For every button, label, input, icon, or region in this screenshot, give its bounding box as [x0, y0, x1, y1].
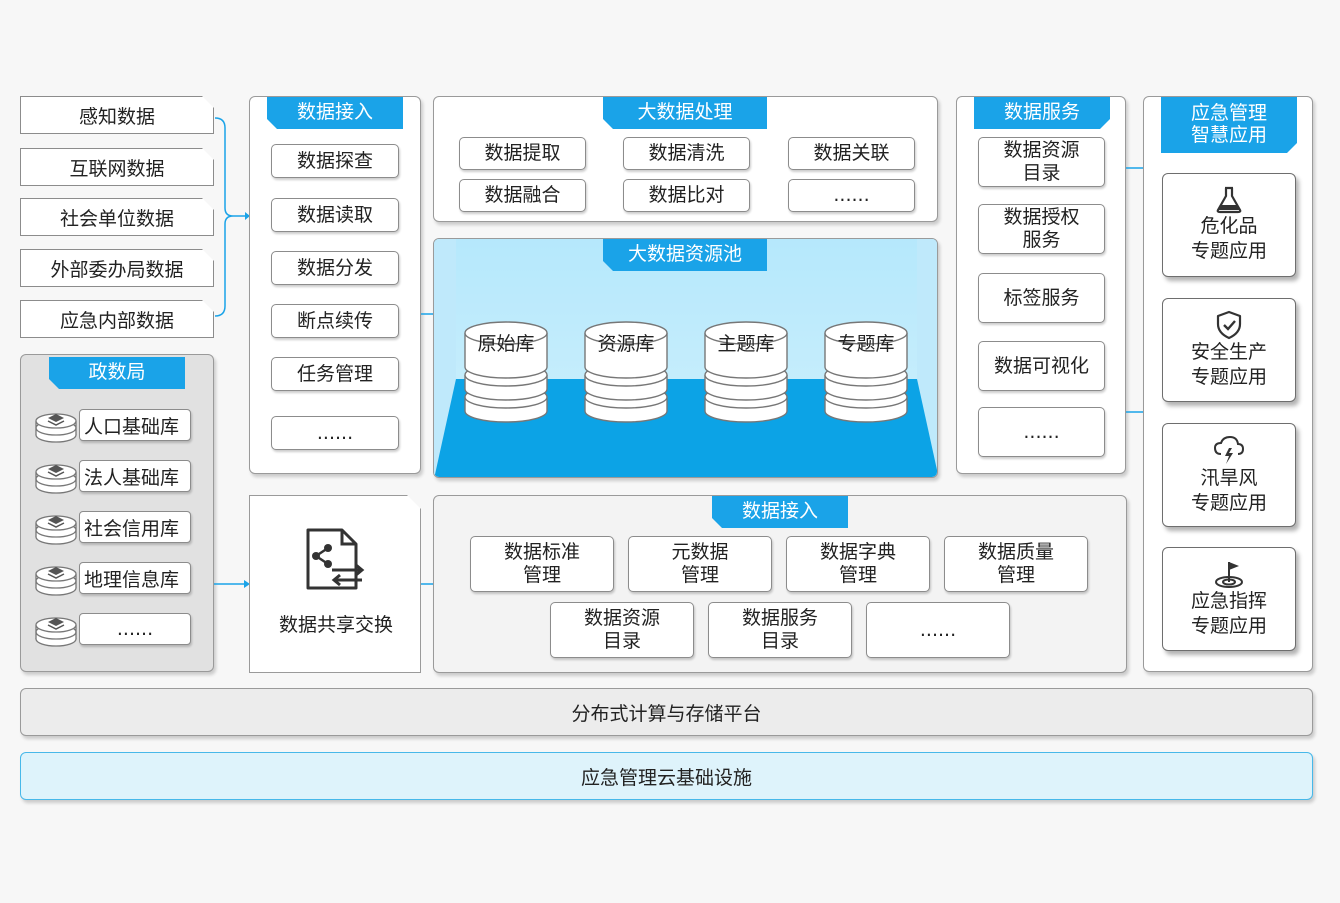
- gov-to-exchange-arrow: [214, 580, 250, 588]
- target-flag-icon: [1215, 562, 1243, 589]
- app-flood[interactable]: 汛旱风 专题应用: [1162, 423, 1296, 527]
- app-label: 安全生产 专题应用: [1190, 341, 1267, 388]
- governance-item: 数据字典 管理: [786, 536, 930, 592]
- gov-db-row: 地理信息库: [33, 558, 203, 598]
- service-item: 标签服务: [978, 273, 1105, 323]
- pool-db-cylinder: 资源库: [583, 317, 669, 425]
- database-stack-icon: [35, 566, 77, 596]
- pool-db-label: 主题库: [717, 333, 775, 355]
- cylinder-icon: [824, 321, 908, 423]
- source-item: 社会单位数据: [20, 198, 214, 236]
- app-label: 危化品 专题应用: [1190, 215, 1267, 262]
- gov-db-row: 人口基础库: [33, 405, 203, 445]
- exchange-panel: 数据共享交换: [249, 495, 421, 673]
- pool-db-label: 原始库: [477, 333, 535, 355]
- cylinder-icon: [704, 321, 788, 423]
- share-document-icon: [302, 526, 368, 592]
- bigdata-item: 数据比对: [623, 179, 750, 212]
- gov-db-label: 社会信用库: [79, 511, 191, 543]
- bigdata-item: 数据关联: [788, 137, 915, 170]
- storm-cloud-icon: [1213, 436, 1245, 465]
- gov-db-label: 人口基础库: [79, 409, 191, 441]
- app-hazchem[interactable]: 危化品 专题应用: [1162, 173, 1296, 277]
- service-item: 数据授权 服务: [978, 204, 1105, 254]
- ingest-item: 数据探查: [271, 144, 399, 178]
- pool-db-cylinder: 原始库: [463, 317, 549, 425]
- gov-db-label: 地理信息库: [79, 562, 191, 594]
- governance-title: 数据接入: [712, 496, 848, 528]
- governance-item: 数据资源 目录: [550, 602, 694, 658]
- gov-db-label: 法人基础库: [79, 460, 191, 492]
- app-label: 汛旱风 专题应用: [1190, 467, 1267, 514]
- pool-title: 大数据资源池: [603, 239, 767, 271]
- service-item: 数据可视化: [978, 341, 1105, 391]
- database-stack-icon: [35, 617, 77, 647]
- gov-panel: 政数局 人口基础库法人基础库社会信用库地理信息库......: [20, 354, 214, 672]
- database-stack-icon: [35, 515, 77, 545]
- infra-bar: 应急管理云基础设施: [20, 752, 1313, 800]
- pool-db-cylinder: 主题库: [703, 317, 789, 425]
- gov-title: 政数局: [49, 357, 185, 389]
- platform-bar: 分布式计算与存储平台: [20, 688, 1313, 736]
- ingest-title: 数据接入: [267, 97, 403, 129]
- services-title: 数据服务: [974, 97, 1110, 129]
- pool-db-cylinder: 专题库: [823, 317, 909, 425]
- source-item: 感知数据: [20, 96, 214, 134]
- cylinder-icon: [584, 321, 668, 423]
- cylinder-icon: [464, 321, 548, 423]
- bigdata-panel: 大数据处理 数据提取 数据清洗 数据关联 数据融合 数据比对 ......: [433, 96, 938, 222]
- sources-brace-connector: [214, 117, 250, 317]
- governance-panel: 数据接入 数据标准 管理 元数据 管理 数据字典 管理 数据质量 管理 数据资源…: [433, 495, 1127, 673]
- pool-db-label: 资源库: [597, 333, 655, 355]
- bigdata-title: 大数据处理: [603, 97, 767, 129]
- services-panel: 数据服务 数据资源 目录 数据授权 服务 标签服务 数据可视化 ......: [956, 96, 1126, 474]
- governance-item: 元数据 管理: [628, 536, 772, 592]
- shield-check-icon: [1216, 311, 1242, 340]
- exchange-label: 数据共享交换: [278, 614, 393, 636]
- source-item: 应急内部数据: [20, 300, 214, 338]
- ingest-item: ......: [271, 416, 399, 450]
- data-sources: 感知数据 互联网数据 社会单位数据 外部委办局数据 应急内部数据: [20, 96, 214, 338]
- ingest-item: 断点续传: [271, 304, 399, 338]
- bigdata-item: ......: [788, 179, 915, 212]
- source-item: 外部委办局数据: [20, 249, 214, 287]
- bigdata-item: 数据提取: [459, 137, 586, 170]
- governance-item: 数据质量 管理: [944, 536, 1088, 592]
- database-stack-icon: [35, 464, 77, 494]
- governance-item: 数据标准 管理: [470, 536, 614, 592]
- source-item: 互联网数据: [20, 148, 214, 186]
- governance-item: 数据服务 目录: [708, 602, 852, 658]
- app-safety[interactable]: 安全生产 专题应用: [1162, 298, 1296, 402]
- ingest-panel: 数据接入 数据探查 数据读取 数据分发 断点续传 任务管理 ......: [249, 96, 421, 474]
- database-stack-icon: [35, 413, 77, 443]
- ingest-item: 数据分发: [271, 251, 399, 285]
- gov-db-row: ......: [33, 609, 203, 649]
- app-label: 应急指挥 专题应用: [1190, 590, 1267, 637]
- app-command[interactable]: 应急指挥 专题应用: [1162, 547, 1296, 651]
- gov-db-row: 社会信用库: [33, 507, 203, 547]
- gov-db-label: ......: [79, 613, 191, 645]
- governance-item: ......: [866, 602, 1010, 658]
- gov-db-row: 法人基础库: [33, 456, 203, 496]
- pool-db-label: 专题库: [837, 333, 895, 355]
- resource-pool-panel: 大数据资源池 原始库 资源库 主题库 专题库: [433, 238, 938, 478]
- service-item: 数据资源 目录: [978, 137, 1105, 187]
- bigdata-item: 数据融合: [459, 179, 586, 212]
- apps-panel: 应急管理 智慧应用 危化品 专题应用 安全生产 专题应用 汛旱风 专题应用 应急…: [1143, 96, 1313, 672]
- ingest-item: 任务管理: [271, 357, 399, 391]
- flask-icon: [1216, 187, 1242, 214]
- bigdata-item: 数据清洗: [623, 137, 750, 170]
- apps-title: 应急管理 智慧应用: [1161, 97, 1297, 153]
- ingest-item: 数据读取: [271, 198, 399, 232]
- service-item: ......: [978, 407, 1105, 457]
